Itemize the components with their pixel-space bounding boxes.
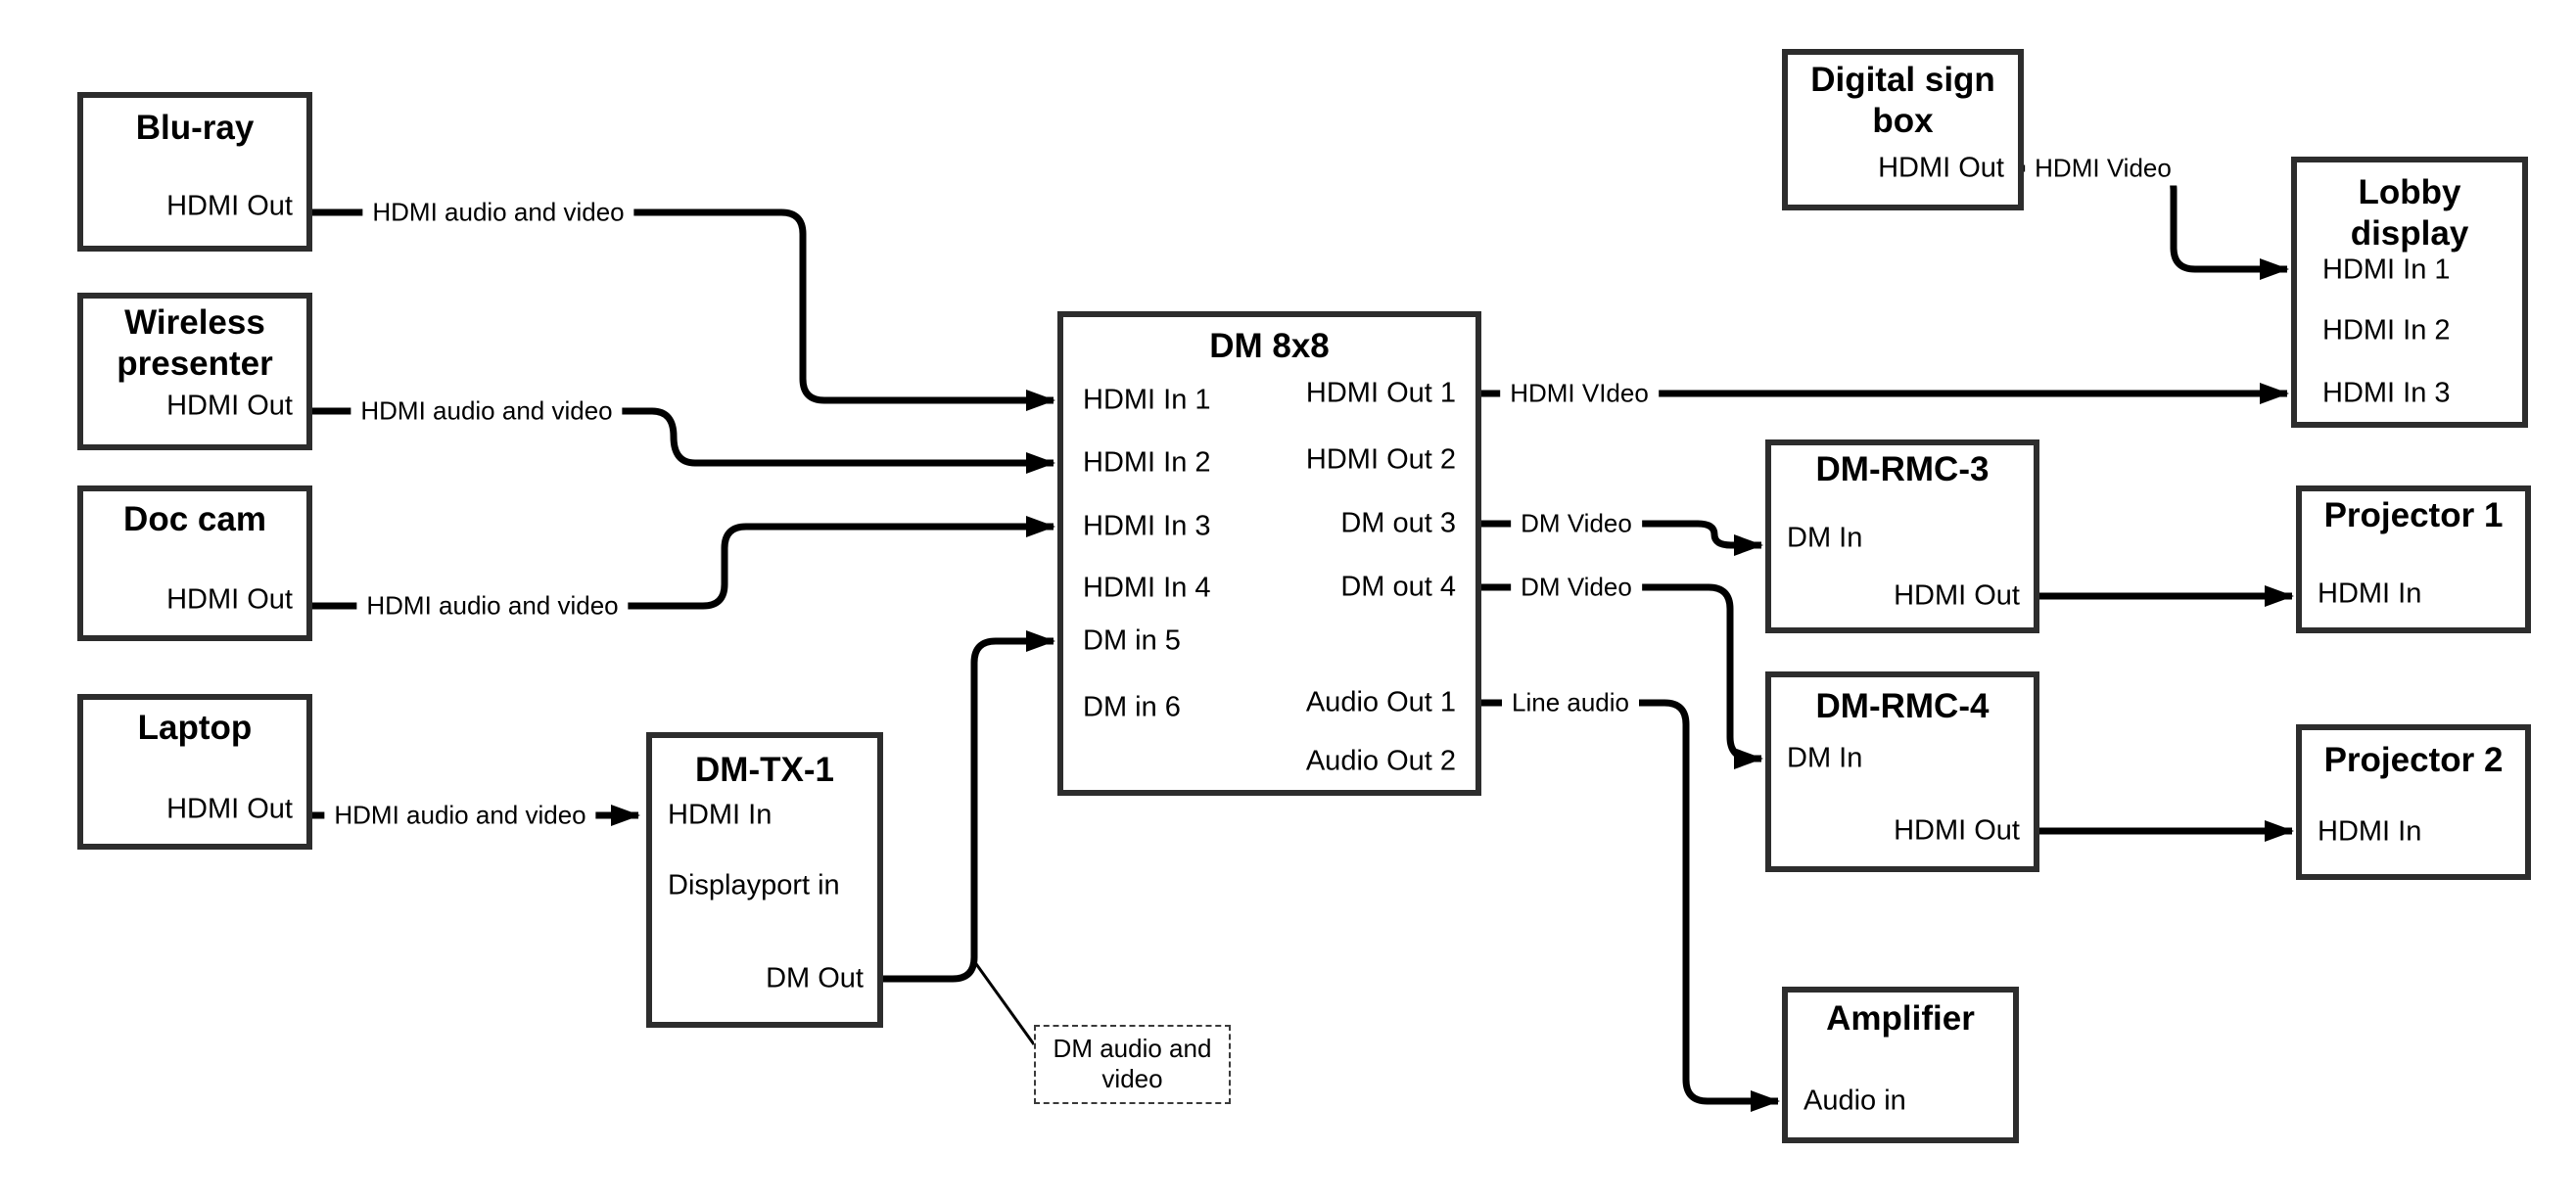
box-title: Doc cam — [123, 500, 266, 538]
port-hdmi-in-3: HDMI In 3 — [1083, 510, 1211, 542]
port-audio-in: Audio in — [1803, 1085, 1906, 1117]
box-title: Blu-ray — [135, 109, 255, 147]
port-hdmi-out: HDMI Out — [166, 583, 293, 616]
note-dm-audio-video: DM audio and video — [1034, 1025, 1231, 1104]
box-dm-tx-1: DM-TX-1 HDMI In Displayport in DM Out — [646, 732, 883, 1028]
box-lobby-display: Lobby display HDMI In 1 HDMI In 2 HDMI I… — [2291, 157, 2528, 428]
box-title: Lobby display — [2350, 173, 2469, 253]
box-title: DM-TX-1 — [695, 751, 834, 789]
box-title: Digital sign box — [1810, 61, 1995, 140]
port-hdmi-out-1: HDMI Out 1 — [1305, 377, 1456, 409]
port-hdmi-out: HDMI Out — [1894, 814, 2020, 847]
port-hdmi-out: HDMI Out — [1878, 152, 2004, 184]
wire-label-dm-video-out3: DM Video — [1511, 506, 1642, 541]
wire-label-hdmi-video-out1: HDMI VIdeo — [1500, 376, 1659, 411]
port-audio-out-1: Audio Out 1 — [1305, 686, 1456, 718]
box-bluray: Blu-ray HDMI Out — [77, 92, 312, 252]
wire-label-hdmi-video-sign: HDMI Video — [2025, 151, 2181, 186]
wire-dm8x8-out4-to-rmc4 — [1481, 583, 1763, 769]
box-title: Wireless presenter — [117, 303, 273, 383]
port-dm-out: DM Out — [766, 962, 864, 994]
port-dm-out-3: DM out 3 — [1340, 507, 1456, 539]
port-hdmi-in: HDMI In — [2318, 815, 2422, 848]
wire-label-hdmi-av-bluray: HDMI audio and video — [362, 195, 634, 230]
box-dm-rmc-4: DM-RMC-4 DM In HDMI Out — [1765, 671, 2039, 872]
port-hdmi-in-2: HDMI In 2 — [2322, 314, 2451, 346]
box-doc-cam: Doc cam HDMI Out — [77, 485, 312, 641]
wire-label-hdmi-av-wireless: HDMI audio and video — [351, 393, 623, 429]
box-laptop: Laptop HDMI Out — [77, 694, 312, 850]
port-hdmi-out: HDMI Out — [166, 390, 293, 422]
box-dm-8x8: DM 8x8 HDMI In 1 HDMI In 2 HDMI In 3 HDM… — [1057, 311, 1481, 796]
wire-label-dm-video-out4: DM Video — [1511, 570, 1642, 605]
box-title: DM-RMC-4 — [1815, 687, 1990, 725]
wire-bluray-to-dm8x8-in1 — [312, 208, 1055, 411]
port-hdmi-in-1: HDMI In 1 — [2322, 254, 2451, 286]
box-title: DM 8x8 — [1209, 327, 1330, 365]
port-hdmi-in: HDMI In — [2318, 577, 2422, 610]
port-hdmi-in-1: HDMI In 1 — [1083, 384, 1211, 416]
box-projector-2: Projector 2 HDMI In — [2296, 724, 2531, 880]
box-dm-rmc-3: DM-RMC-3 DM In HDMI Out — [1765, 439, 2039, 633]
port-hdmi-in-4: HDMI In 4 — [1083, 572, 1211, 604]
port-hdmi-out: HDMI Out — [1894, 579, 2020, 612]
box-title: Amplifier — [1826, 999, 1975, 1038]
wire-dm8x8-out3-to-rmc3 — [1481, 520, 1763, 556]
wire-label-hdmi-av-doccam: HDMI audio and video — [356, 588, 629, 624]
wire-dm8x8-audio1-to-amp — [1481, 699, 1780, 1112]
note-leader-line — [972, 960, 1036, 1045]
port-hdmi-in-2: HDMI In 2 — [1083, 446, 1211, 479]
wire-label-hdmi-av-laptop: HDMI audio and video — [324, 798, 596, 833]
wire-doccam-to-dm8x8-in3 — [312, 516, 1055, 610]
port-dm-in-6: DM in 6 — [1083, 691, 1181, 723]
port-dm-in: DM In — [1787, 742, 1863, 774]
port-hdmi-out: HDMI Out — [166, 793, 293, 825]
box-projector-1: Projector 1 HDMI In — [2296, 485, 2531, 633]
box-digital-sign: Digital sign box HDMI Out — [1782, 49, 2024, 210]
port-dm-in-5: DM in 5 — [1083, 624, 1181, 657]
port-dm-in: DM In — [1787, 522, 1863, 554]
port-audio-out-2: Audio Out 2 — [1305, 745, 1456, 777]
box-title: Projector 1 — [2323, 496, 2504, 534]
wire-label-line-audio: Line audio — [1502, 685, 1639, 720]
box-title: Projector 2 — [2323, 741, 2504, 779]
port-hdmi-in-3: HDMI In 3 — [2322, 377, 2451, 409]
port-dm-out-4: DM out 4 — [1340, 571, 1456, 603]
box-amplifier: Amplifier Audio in — [1782, 987, 2019, 1143]
box-title: Laptop — [137, 709, 253, 747]
wire-wireless-to-dm8x8-in2 — [312, 407, 1055, 474]
port-hdmi-out-2: HDMI Out 2 — [1305, 443, 1456, 476]
port-hdmi-in: HDMI In — [668, 799, 773, 831]
wire-dmtx1-to-dm8x8-in5 — [883, 630, 1055, 983]
box-title: DM-RMC-3 — [1815, 450, 1990, 488]
port-hdmi-out: HDMI Out — [166, 190, 293, 222]
port-displayport-in: Displayport in — [668, 869, 840, 901]
box-wireless-presenter: Wireless presenter HDMI Out — [77, 293, 312, 450]
